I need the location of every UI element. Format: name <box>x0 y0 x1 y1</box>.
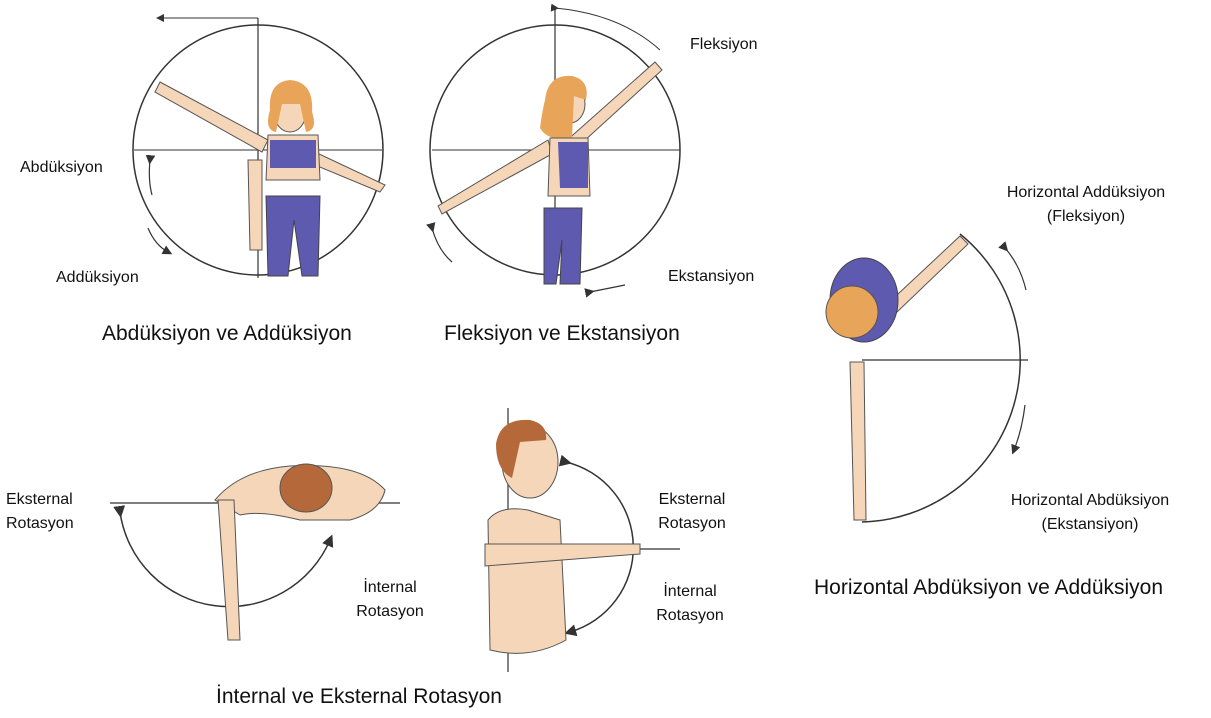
flexion-caption: Fleksiyon ve Ekstansiyon <box>444 320 680 348</box>
abduction-figure <box>155 80 385 276</box>
extended-arm <box>438 140 552 214</box>
rotation-left-external-label: Eksternal Rotasyon <box>6 488 74 536</box>
rotation-left-external-line1: Eksternal <box>6 488 74 512</box>
rotation-left-external-line2: Rotasyon <box>6 512 74 536</box>
extension-label: Ekstansiyon <box>668 265 754 289</box>
rotation-right-diagram <box>485 408 680 672</box>
pants <box>544 208 582 284</box>
rotation-caption: İnternal ve Eksternal Rotasyon <box>216 683 502 711</box>
flexion-top-arrow <box>555 8 660 50</box>
rotation-right-figure <box>485 420 640 653</box>
side-arm <box>248 160 262 250</box>
adduction-arrow <box>148 228 168 252</box>
raised-arm <box>155 82 268 152</box>
horizontal-abduction-line1: Horizontal Abdüksiyon <box>994 489 1186 513</box>
flexion-label: Fleksiyon <box>690 33 758 57</box>
rotation-right-internal-line1: İnternal <box>650 580 730 604</box>
horizontal-diagram <box>826 234 1028 522</box>
abduction-caption: Abdüksiyon ve Addüksiyon <box>102 320 352 348</box>
rotation-left-internal-line1: İnternal <box>350 576 430 600</box>
abduction-label: Abdüksiyon <box>20 156 103 180</box>
horizontal-abduction-line2: (Ekstansiyon) <box>994 513 1186 537</box>
head-top-view <box>826 286 878 338</box>
rotation-right-external-label: Eksternal Rotasyon <box>652 488 732 536</box>
rotated-arm <box>218 500 240 640</box>
horizontal-caption: Horizontal Abdüksiyon ve Addüksiyon <box>814 574 1163 602</box>
extension-arrow-left <box>432 228 452 262</box>
abduction-diagram <box>133 18 385 278</box>
horizontal-adduction-line1: Horizontal Addüksiyon <box>990 181 1182 205</box>
top-clothing <box>270 140 316 168</box>
rotation-left-internal-label: İnternal Rotasyon <box>350 576 430 624</box>
head-top-view <box>280 464 332 512</box>
rotation-right-internal-line2: Rotasyon <box>650 604 730 628</box>
horizontal-figure <box>826 236 968 520</box>
horizontal-abduction-label: Horizontal Abdüksiyon (Ekstansiyon) <box>994 489 1186 537</box>
horizontal-abduction-arrow <box>1014 405 1025 450</box>
pants <box>266 196 320 276</box>
abduction-side-arrow <box>149 160 152 195</box>
top-clothing <box>558 142 588 188</box>
torso-side-view <box>488 509 566 654</box>
horizontal-adduction-line2: (Fleksiyon) <box>990 205 1182 229</box>
horizontal-adduction-label: Horizontal Addüksiyon (Fleksiyon) <box>990 181 1182 229</box>
extension-arrow-bottom <box>590 285 625 292</box>
rotation-right-external-line1: Eksternal <box>652 488 732 512</box>
rotation-right-internal-label: İnternal Rotasyon <box>650 580 730 628</box>
rotation-right-external-line2: Rotasyon <box>652 512 732 536</box>
flexion-diagram <box>430 6 680 292</box>
horizontal-adduction-arrow <box>1005 248 1026 290</box>
adduction-label: Addüksiyon <box>56 266 139 290</box>
rotation-left-internal-line2: Rotasyon <box>350 600 430 624</box>
abducted-arm <box>850 362 866 520</box>
